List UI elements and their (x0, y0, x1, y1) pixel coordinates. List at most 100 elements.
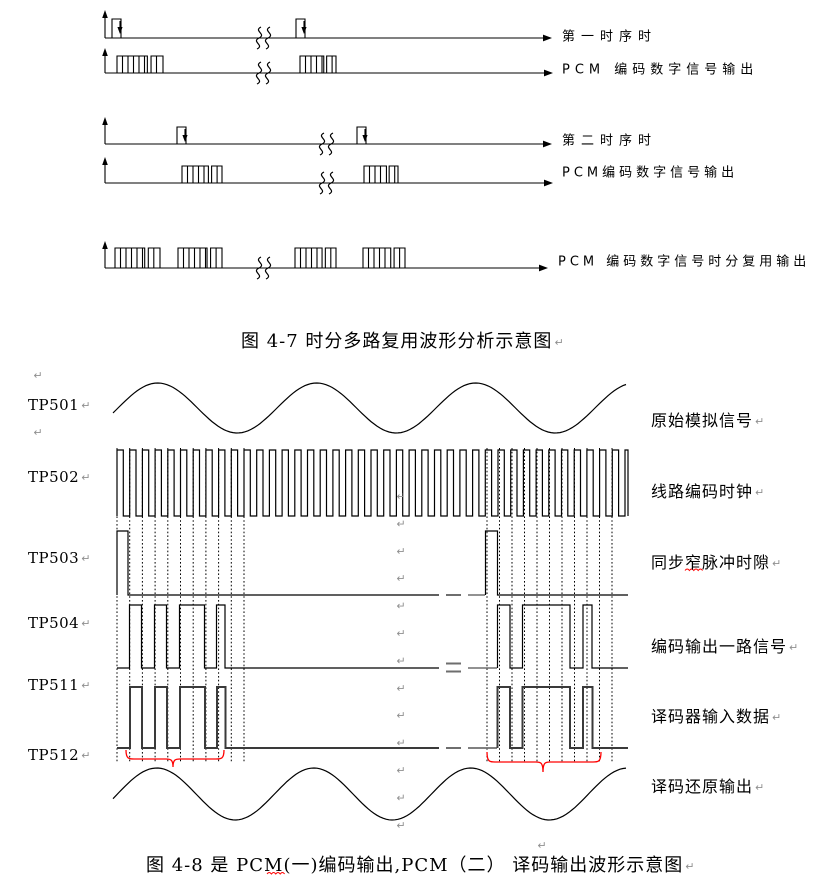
paragraph-mark: ↵ (789, 641, 800, 654)
pcm-burst (388, 165, 399, 183)
paragraph-mark: ↵ (81, 399, 91, 412)
tp504-label: TP504↵ (28, 614, 91, 632)
tp502-label: TP502↵ (28, 468, 91, 486)
line-break-squiggle (255, 256, 263, 280)
paragraph-mark: ↵ (33, 369, 42, 382)
paragraph-mark: ↵ (396, 490, 405, 503)
tp511-text: TP511 (28, 676, 80, 694)
paragraph-mark: ↵ (396, 654, 405, 667)
tp504-data-waveform-left (117, 604, 439, 669)
tp503-sync-pulse-right (484, 530, 628, 596)
paragraph-mark: ↵ (396, 627, 405, 640)
tp501-text: TP501 (28, 396, 80, 414)
up-arrowhead (102, 117, 108, 125)
pcm-burst (393, 247, 406, 268)
paragraph-mark: ↵ (396, 791, 405, 804)
fig47-label-timing2: 第二时序时 (562, 133, 658, 149)
line-break-squiggle (255, 26, 263, 50)
paragraph-mark: ↵ (537, 839, 546, 852)
signal-label-sync-pulse: 同步窄脉冲时隙↵ (651, 549, 782, 573)
signal-text: 译码还原输出 (651, 777, 754, 796)
paragraph-mark: ↵ (81, 552, 91, 565)
line-break-squiggle (264, 61, 272, 85)
paragraph-mark: ↵ (755, 486, 766, 499)
tp511-data-waveform-right (496, 686, 628, 749)
line-break-squiggle (255, 61, 263, 85)
up-arrowhead (102, 157, 108, 165)
signal-label-analog-input: 原始模拟信号↵ (651, 407, 765, 431)
right-arrowhead (544, 179, 553, 187)
fig47-caption-text: 图 4-7 时分多路复用波形分析示意图 (241, 331, 553, 352)
fig47-label-pcm-output1: PCM 编码数字信号输出 (562, 62, 759, 78)
signal-text: 原始模拟信号 (651, 411, 754, 430)
right-arrowhead (543, 140, 552, 148)
pcm-burst (299, 55, 325, 73)
pcm-burst (362, 247, 392, 268)
tp502-clock-waveform (116, 449, 629, 517)
paragraph-mark: ↵ (81, 617, 91, 630)
right-arrowhead (539, 264, 548, 272)
pcm-burst (324, 247, 337, 268)
tp504-data-waveform-right (496, 604, 628, 669)
up-arrowhead (102, 241, 108, 249)
red-brace-left (125, 749, 225, 768)
paragraph-mark: ↵ (396, 709, 405, 722)
line-break-squiggle (318, 132, 326, 156)
paragraph-mark: ↵ (772, 557, 783, 570)
pcm-burst (326, 55, 337, 73)
down-arrowhead (117, 27, 123, 34)
paragraph-mark: ↵ (396, 764, 405, 777)
pcm-burst (177, 247, 208, 268)
pcm-burst (211, 165, 223, 183)
tp501-sine-waveform (112, 382, 627, 434)
pcm-burst (114, 247, 146, 268)
tp503-sync-pulse-left (116, 530, 439, 596)
pcm-burst (147, 247, 161, 268)
line-break-squiggle (327, 171, 335, 195)
signal-text: 线路编码时钟 (651, 482, 754, 501)
signal-label-encoded-output: 编码输出一路信号↵ (651, 633, 799, 657)
fig47-label-mux-output: PCM 编码数字信号时分复用输出 (558, 254, 811, 270)
pcm-burst (150, 55, 164, 73)
fig48-caption-text: 图 4-8 是 PCM(一)编码输出,PCM（二） 译码输出波形示意图 (146, 855, 684, 876)
tp503-text: TP503 (28, 549, 80, 567)
line-break-squiggle (264, 256, 272, 280)
pcm-burst (210, 247, 223, 268)
down-arrowhead (182, 135, 188, 142)
right-arrowhead (544, 69, 553, 77)
tp504-break-equals (446, 662, 461, 673)
paragraph-mark: ↵ (396, 517, 405, 530)
up-arrowhead (102, 10, 108, 18)
signal-text: 编码输出一路信号 (651, 637, 788, 656)
paragraph-mark: ↵ (772, 711, 783, 724)
right-arrowhead (543, 34, 552, 42)
paragraph-mark: ↵ (396, 682, 405, 695)
paragraph-mark: ↵ (396, 572, 405, 585)
up-arrowhead (102, 48, 108, 56)
fig47-label-pcm-output2: PCM编码数字信号输出 (562, 165, 739, 181)
paragraph-mark: ↵ (396, 600, 405, 613)
signal-text: 同步窄脉冲时隙 (651, 553, 771, 572)
paragraph-mark: ↵ (81, 679, 91, 692)
pcm-burst (116, 55, 148, 73)
fig47-label-timing1: 第一时序时 (562, 29, 658, 45)
tp511-data-waveform-left (117, 686, 439, 749)
tp512-label: TP512↵ (28, 746, 91, 764)
tp502-text: TP502 (28, 468, 80, 486)
paragraph-mark: ↵ (755, 415, 766, 428)
paragraph-mark: ↵ (33, 426, 42, 439)
signal-text: 译码器输入数据 (651, 707, 771, 726)
paragraph-mark: ↵ (396, 545, 405, 558)
paragraph-mark: ↵ (554, 336, 565, 349)
paragraph-mark: ↵ (81, 471, 91, 484)
paragraph-mark: ↵ (396, 819, 405, 832)
spellcheck-underline-caption (266, 872, 286, 875)
tp501-label: TP501↵ (28, 396, 91, 414)
signal-label-decoded-output: 译码还原输出↵ (651, 773, 765, 797)
paragraph-mark: ↵ (81, 749, 91, 762)
pcm-burst (294, 247, 323, 268)
pcm-burst (181, 165, 209, 183)
line-break-squiggle (327, 132, 335, 156)
